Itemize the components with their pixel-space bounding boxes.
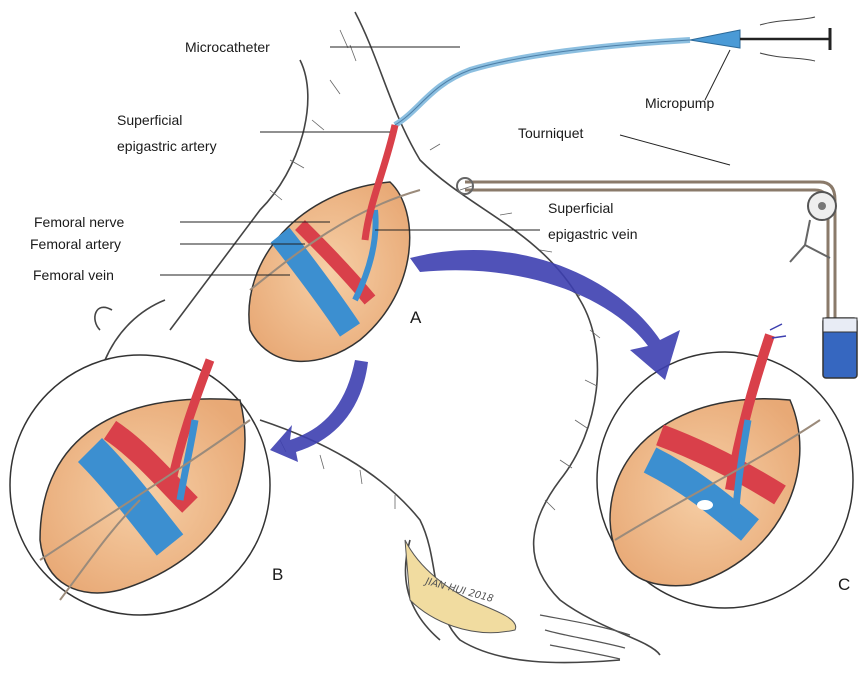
arrow-to-panel-b <box>270 360 368 462</box>
panel-a-incision <box>249 125 420 361</box>
microcatheter-tube <box>395 40 690 125</box>
rat-toes <box>540 615 630 659</box>
label-microcatheter: Microcatheter <box>185 39 270 55</box>
tourniquet-cord <box>465 182 835 320</box>
panel-label-c: C <box>838 575 850 594</box>
label-superficial-epigastric-vein-line1: Superficial <box>548 200 613 216</box>
label-femoral-artery: Femoral artery <box>30 236 121 252</box>
panel-label-a: A <box>410 308 422 327</box>
label-micropump: Micropump <box>645 95 714 111</box>
panel-b-magnified <box>10 355 270 615</box>
tourniquet-ring <box>457 178 473 194</box>
label-femoral-nerve: Femoral nerve <box>34 214 124 230</box>
label-superficial-epigastric-vein-line2: epigastric vein <box>548 226 638 242</box>
panel-c-magnified <box>597 324 853 608</box>
panel-label-b: B <box>272 565 283 584</box>
label-superficial-epigastric-artery-line2: epigastric artery <box>117 138 217 154</box>
arrow-to-panel-c <box>410 250 680 380</box>
label-femoral-vein: Femoral vein <box>33 267 114 283</box>
label-tourniquet: Tourniquet <box>518 125 583 141</box>
label-superficial-epigastric-artery-line1: Superficial <box>117 112 182 128</box>
weight-container <box>823 318 857 378</box>
micropump <box>690 17 830 61</box>
